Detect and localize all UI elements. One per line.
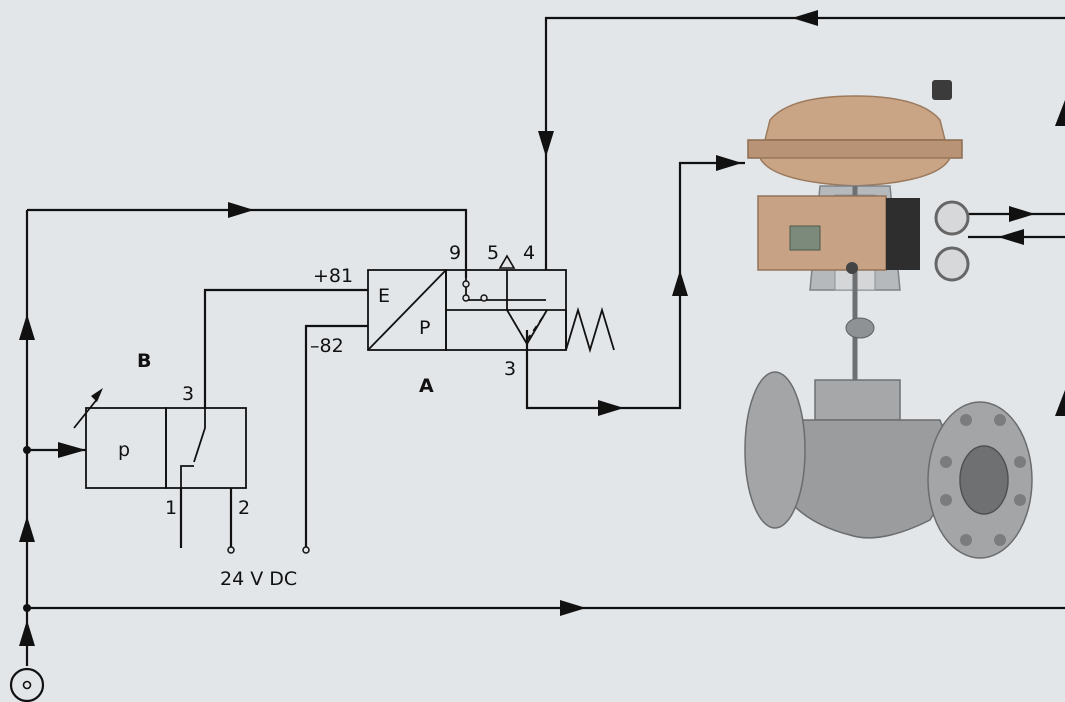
- flange-bolt-icon: [994, 534, 1006, 546]
- switch-port-2-label: 2: [238, 497, 250, 519]
- switch-port-1-label: 1: [165, 497, 177, 519]
- feedback-line-top: [544, 16, 1065, 270]
- actuator-flange: [747, 139, 963, 159]
- edge-arrow-icon: [1055, 390, 1065, 416]
- junction-switch: [23, 446, 31, 454]
- flow-arrow-icon: [598, 400, 624, 416]
- flange-bolt-icon: [940, 494, 952, 506]
- positioner-manifold: [886, 198, 920, 270]
- flow-arrow-icon: [1009, 206, 1035, 222]
- wire-plus-81: [203, 288, 368, 408]
- terminal-plus-81-label: +81: [313, 265, 353, 287]
- adjustable-arrow-icon: [73, 397, 99, 429]
- pressure-gauge-icon: [934, 200, 970, 236]
- flow-arrow-icon: [538, 131, 554, 157]
- terminal-2-icon: [227, 546, 235, 554]
- flow-arrow-icon: [19, 314, 35, 340]
- pressure-source-icon: [9, 667, 45, 702]
- actuator-vent-icon: [932, 80, 952, 100]
- flow-arrow-icon: [58, 442, 86, 458]
- output-line-actuator: [525, 161, 745, 410]
- adjustable-arrowhead-icon: [91, 388, 103, 402]
- terminal-82-icon: [302, 546, 310, 554]
- block-a-label: A: [419, 375, 434, 397]
- pressure-switch-block: [73, 397, 247, 489]
- flange-bolt-icon: [940, 456, 952, 468]
- actuator-lower-case: [758, 157, 952, 187]
- switch-contact-base-icon: [180, 465, 194, 488]
- flow-arrow-icon: [560, 600, 586, 616]
- flow-arrow-icon: [672, 270, 688, 296]
- converter-e-label: E: [378, 285, 390, 307]
- flange-bolt-icon: [1014, 494, 1026, 506]
- switch-contact-box: [165, 407, 247, 489]
- positioner-screw-icon: [846, 262, 858, 274]
- ep-diagonal: [367, 269, 447, 351]
- flange-bolt-icon: [960, 414, 972, 426]
- flow-arrow-icon: [19, 620, 35, 646]
- spring-icon: [565, 306, 615, 354]
- exhaust-triangle-icon: [498, 254, 516, 269]
- flow-arrow-icon: [228, 202, 254, 218]
- switch-contact-icon: [193, 408, 206, 463]
- actuator-upper-case: [764, 95, 946, 141]
- supply-line-converter: [27, 208, 468, 278]
- valve-bonnet: [814, 379, 901, 421]
- junction-bottom: [23, 604, 31, 612]
- flange-bolt-icon: [1014, 456, 1026, 468]
- pressure-symbol-label: p: [118, 439, 130, 461]
- internal-contact-icon: [480, 294, 488, 302]
- port-5-label: 5: [487, 242, 499, 264]
- flow-arrows: [19, 10, 1035, 646]
- flange-bolt-icon: [994, 414, 1006, 426]
- valve-flange-left: [744, 371, 806, 529]
- port-9-label: 9: [449, 242, 461, 264]
- circuit-lines: [25, 16, 1065, 666]
- pressure-gauge-icon: [934, 246, 970, 282]
- switch-port-3-label: 3: [182, 383, 194, 405]
- pilot-dashed-line: [526, 313, 546, 341]
- port-9-contact-icon: [462, 294, 470, 302]
- block-b-label: B: [137, 350, 151, 372]
- converter-block: [367, 269, 615, 354]
- stem-connector: [845, 317, 875, 339]
- positioner-housing: [757, 195, 887, 271]
- flow-arrow-icon: [998, 229, 1024, 245]
- terminal-minus-82-label: –82: [310, 335, 344, 357]
- valve-bore: [959, 445, 1009, 515]
- flow-arrow-icon: [792, 10, 818, 26]
- edge-arrow-icon: [1055, 100, 1065, 126]
- control-valve-icon: [744, 80, 1033, 559]
- flow-arrow-icon: [19, 516, 35, 542]
- junctions: [23, 446, 31, 612]
- wire-minus-82: [304, 324, 368, 548]
- flow-arrow-icon: [716, 155, 742, 171]
- positioner-display-icon: [789, 225, 821, 251]
- port-9-dot-icon: [462, 280, 470, 288]
- port-4-label: 4: [523, 242, 535, 264]
- flange-bolt-icon: [960, 534, 972, 546]
- converter-p-label: P: [419, 317, 430, 339]
- supply-voltage-label: 24 V DC: [220, 568, 297, 590]
- port-3-label: 3: [504, 358, 516, 380]
